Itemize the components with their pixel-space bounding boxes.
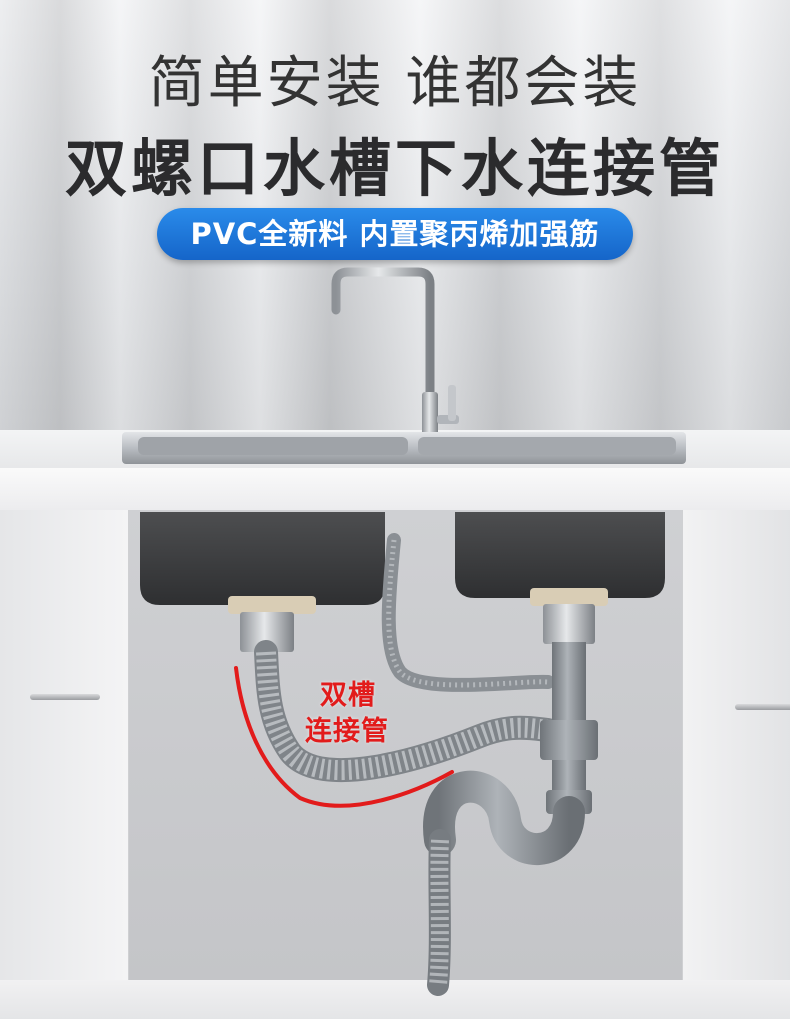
cabinet-handle-right xyxy=(735,704,790,710)
cabinet-handle-left xyxy=(30,694,100,700)
cabinet-door-right xyxy=(682,510,790,1019)
headline-easy-install: 简单安装 谁都会装 xyxy=(148,51,642,116)
callout-label-line1: 双槽 xyxy=(320,680,376,711)
headline-product-name: 双螺口水槽下水连接管 xyxy=(64,132,725,205)
drain-pipe-illustration xyxy=(254,533,598,996)
highlight-arc xyxy=(234,666,454,808)
cabinet-door-left xyxy=(0,510,129,1019)
callout-label-line2: 连接管 xyxy=(305,716,389,747)
faucet-illustration xyxy=(331,267,459,451)
sink-illustration xyxy=(122,432,686,652)
material-badge: PVC全新料 内置聚丙烯加强筋 xyxy=(157,208,633,260)
floor xyxy=(0,980,790,1019)
